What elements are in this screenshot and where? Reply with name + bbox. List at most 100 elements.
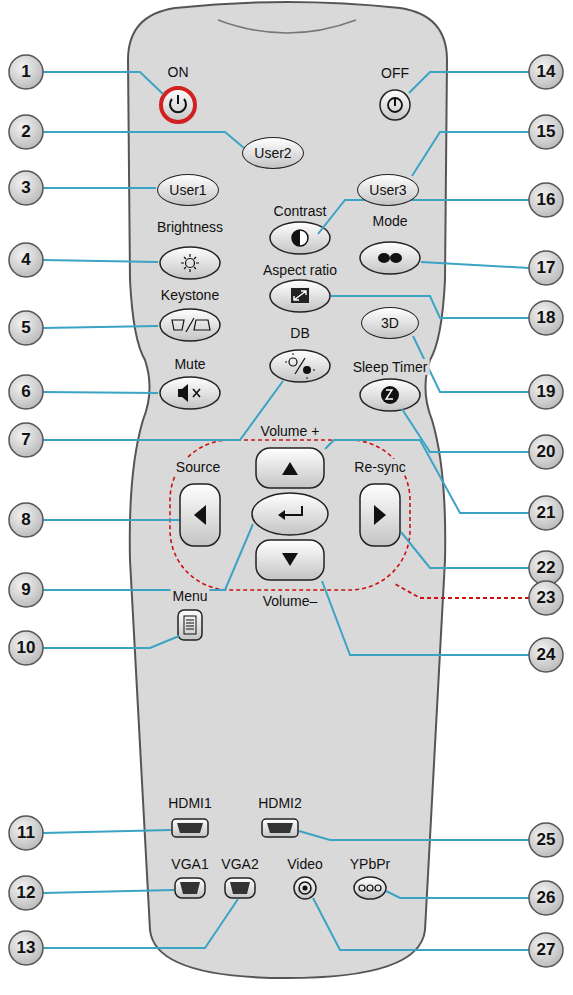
callout-number: 16 xyxy=(537,191,556,209)
callout-circle xyxy=(9,573,43,607)
button-text: User1 xyxy=(169,182,206,198)
leader-line xyxy=(43,519,179,521)
callout-circles xyxy=(9,55,563,967)
callout-number: 8 xyxy=(21,511,30,529)
leader-line xyxy=(395,584,529,598)
keystone-button xyxy=(160,309,220,341)
button-text: User2 xyxy=(254,145,291,161)
callout-circle xyxy=(9,931,43,965)
callout-circle xyxy=(9,243,43,277)
button-label: Volume– xyxy=(261,593,319,609)
callout-number: 21 xyxy=(537,504,556,522)
callout-circle xyxy=(529,435,563,469)
callout-circle xyxy=(9,115,43,149)
callout-number: 22 xyxy=(537,559,556,577)
text-button: User3 xyxy=(357,174,419,206)
d-pad xyxy=(170,440,410,590)
vga2-button xyxy=(225,878,255,898)
callout-circle xyxy=(9,375,43,409)
leader-line xyxy=(43,890,174,893)
leader-line xyxy=(43,381,283,440)
leader-line xyxy=(318,200,529,234)
callout-number: 17 xyxy=(537,259,556,277)
callout-number: 10 xyxy=(17,639,36,657)
button-label: Brightness xyxy=(155,219,225,235)
input-label: HDMI2 xyxy=(256,795,304,811)
menu-button xyxy=(178,610,202,640)
input-label: YPbPr xyxy=(348,856,392,872)
callout-number: 14 xyxy=(537,63,556,81)
leader-line xyxy=(43,326,158,328)
button-text: User3 xyxy=(369,182,406,198)
leader-line xyxy=(43,899,238,948)
button-label: Sleep Timer xyxy=(351,359,430,375)
callout-number: 23 xyxy=(537,589,556,607)
leader-line xyxy=(421,262,529,268)
button-text: 3D xyxy=(381,315,399,331)
button-label: Menu xyxy=(170,588,209,604)
callout-circle xyxy=(529,823,563,857)
input-label: VGA2 xyxy=(219,856,260,872)
callout-circle xyxy=(529,301,563,335)
leader-line xyxy=(43,636,179,648)
callout-number: 27 xyxy=(537,941,556,959)
callout-number: 4 xyxy=(21,251,30,269)
video-button xyxy=(294,877,316,899)
text-button: 3D xyxy=(361,307,419,339)
callout-circle xyxy=(9,311,43,345)
callout-number: 19 xyxy=(537,383,556,401)
input-label: Video xyxy=(285,856,325,872)
hdmi2-button xyxy=(262,819,298,837)
leader-line xyxy=(412,132,529,176)
button-label: Aspect ratio xyxy=(261,262,339,278)
callout-number: 13 xyxy=(17,939,36,957)
callout-circle xyxy=(9,816,43,850)
callout-circle xyxy=(529,115,563,149)
button-label: Volume + xyxy=(259,423,322,439)
callout-number: 26 xyxy=(537,889,556,907)
leader-line xyxy=(409,72,529,93)
callout-circle xyxy=(9,503,43,537)
leader-line xyxy=(325,440,529,513)
body-notch xyxy=(218,20,356,33)
leader-line xyxy=(313,898,529,950)
leader-line xyxy=(43,830,171,833)
button-label: Keystone xyxy=(159,287,221,303)
leader-line xyxy=(401,532,529,568)
off-button xyxy=(380,90,410,120)
callout-number: 1 xyxy=(21,63,30,81)
callout-number: 12 xyxy=(17,884,36,902)
callout-number: 15 xyxy=(537,123,556,141)
vga1-button xyxy=(175,878,205,898)
input-label: HDMI1 xyxy=(166,795,214,811)
text-button: User2 xyxy=(242,137,304,169)
callout-circle xyxy=(9,55,43,89)
leader-line xyxy=(331,296,529,318)
callout-circle xyxy=(529,55,563,89)
ypbpr-button xyxy=(354,877,386,899)
callout-circle xyxy=(9,876,43,910)
button-label: Mute xyxy=(172,356,207,372)
callout-number: 9 xyxy=(21,581,30,599)
callout-circle xyxy=(529,933,563,967)
button-label: OFF xyxy=(379,65,411,81)
callout-circle xyxy=(529,551,563,585)
remote-body xyxy=(128,2,447,978)
callout-circle xyxy=(9,631,43,665)
callout-circle xyxy=(9,171,43,205)
callout-circle xyxy=(529,183,563,217)
callout-circle xyxy=(529,581,563,615)
brightness-button xyxy=(160,247,220,279)
leader-line xyxy=(402,409,529,452)
callout-number: 2 xyxy=(21,123,30,141)
on-button xyxy=(161,88,195,122)
button-label: Source xyxy=(174,459,222,475)
callout-circle xyxy=(9,423,43,457)
leader-lines xyxy=(43,72,529,950)
leader-line xyxy=(43,392,158,393)
callout-number: 3 xyxy=(21,179,30,197)
leader-line xyxy=(386,891,529,898)
callout-circle xyxy=(529,638,563,672)
